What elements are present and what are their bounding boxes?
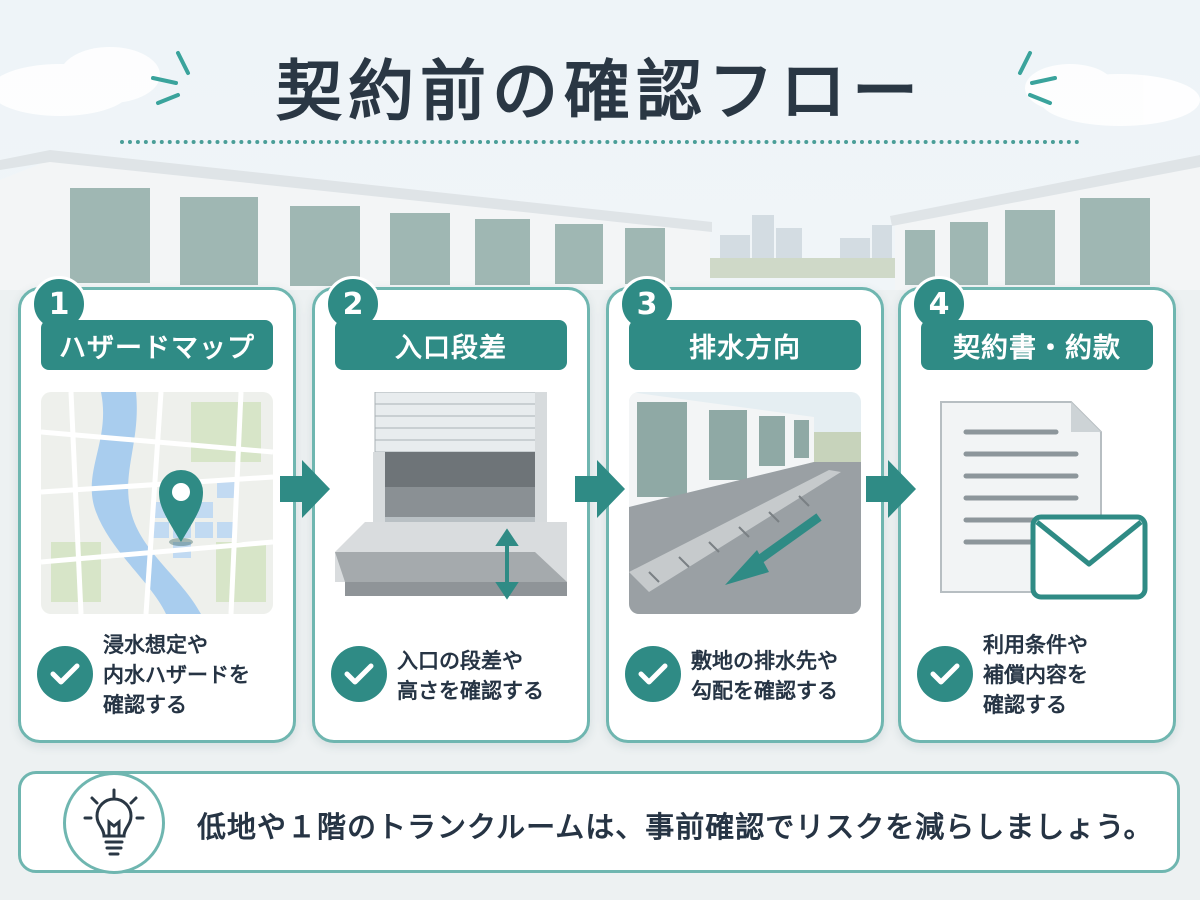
step-card-drainage-direction: 3 排水方向 敷地の排水先や 勾配を確認する (606, 276, 884, 743)
step-label: 排水方向 (629, 320, 861, 370)
description-line: 内水ハザードを (103, 663, 250, 687)
tip-banner: 低地や１階のトランクルームは、事前確認でリスクを減らしましょう。 (18, 771, 1180, 874)
description-line: 敷地の排水先や (691, 649, 838, 673)
shutter-step-icon (335, 392, 567, 614)
sparkle-right-icon (1018, 51, 1057, 105)
document-envelope-icon (921, 392, 1153, 614)
check-icon (917, 646, 973, 702)
lightbulb-icon (63, 772, 165, 874)
description-line: 確認する (983, 693, 1067, 717)
description-line: 入口の段差や (397, 649, 523, 673)
page-title: 契約前の確認フロー (276, 53, 924, 130)
step-description: 敷地の排水先や 勾配を確認する (691, 646, 875, 706)
description-line: 勾配を確認する (691, 679, 838, 703)
drain-direction-icon (629, 392, 861, 614)
step-number-badge: 4 (911, 276, 967, 332)
description-line: 確認する (103, 693, 187, 717)
step-description: 浸水想定や 内水ハザードを 確認する (103, 630, 287, 720)
description-line: 利用条件や (983, 633, 1088, 657)
flow-arrow-icon (866, 460, 916, 518)
step-card-hazard-map: 1 ハザードマップ 浸水想定や 内水ハザードを 確認する (18, 276, 296, 743)
flow-arrow-icon (280, 460, 330, 518)
description-line: 補償内容を (983, 663, 1088, 687)
step-card-contract-terms: 4 契約書・約款 利用条件や 補償内容を 確認する (898, 276, 1176, 743)
step-description: 利用条件や 補償内容を 確認する (983, 630, 1167, 720)
sparkle-left-icon (151, 51, 190, 105)
description-line: 浸水想定や (103, 633, 208, 657)
check-icon (37, 646, 93, 702)
check-icon (625, 646, 681, 702)
check-icon (331, 646, 387, 702)
step-description: 入口の段差や 高さを確認する (397, 646, 581, 706)
tip-text: 低地や１階のトランクルームは、事前確認でリスクを減らしましょう。 (197, 810, 1154, 844)
map-pin-icon (41, 392, 273, 614)
step-label: 入口段差 (335, 320, 567, 370)
title-divider (120, 140, 1080, 144)
step-label: ハザードマップ (41, 320, 273, 370)
flow-arrow-icon (575, 460, 625, 518)
description-line: 高さを確認する (397, 679, 544, 703)
step-card-entrance-step: 2 入口段差 入口の段差や 高さを確認する (312, 276, 590, 743)
step-label: 契約書・約款 (921, 320, 1153, 370)
